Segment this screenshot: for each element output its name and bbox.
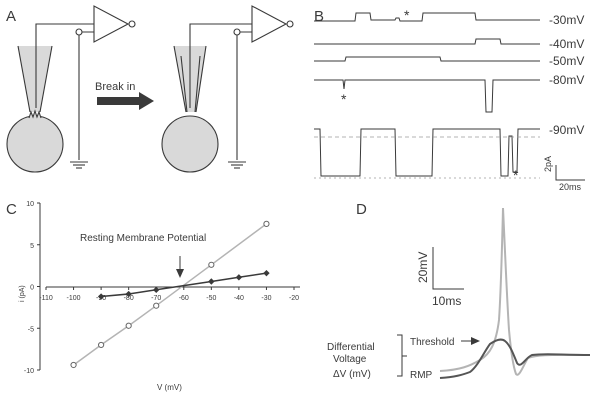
open-circle-point [153, 302, 160, 309]
panel-a-schematic [6, 5, 294, 173]
iv-plot: -110-100-90-80-70-60-50-40-30-20 1050-5-… [19, 201, 300, 392]
single-channel-traces [314, 12, 540, 177]
x-tick-label: -70 [151, 295, 161, 302]
whole-cell-setup [161, 5, 294, 173]
scale-voltage-label: 20mV [416, 252, 430, 283]
marker-asterisk: * [404, 7, 410, 23]
voltage-label: Voltage [333, 354, 367, 365]
open-circle-point [125, 322, 132, 329]
open-circle-point [208, 261, 215, 268]
rmp-arrow [176, 256, 184, 278]
voltage-label-minus30: -30mV [549, 13, 584, 27]
threshold-label: Threshold [410, 337, 454, 348]
scale-time-label: 20ms [559, 182, 582, 192]
series-2-line [101, 272, 267, 298]
delta-v-label: ΔV (mV) [333, 369, 371, 380]
x-axis-label: V (mV) [157, 383, 182, 392]
filled-diamond-point [263, 269, 270, 277]
voltage-label-minus80: -80mV [549, 73, 584, 87]
cell-attached-setup [6, 5, 136, 173]
open-circle-point [70, 361, 77, 369]
scale-current-label: 2pA [543, 156, 553, 172]
filled-diamond-point [235, 274, 243, 281]
series-1-line [73, 223, 267, 366]
differential-label: Differential [327, 342, 375, 353]
x-tick-label: -40 [234, 295, 244, 302]
voltage-label-minus90: -90mV [549, 123, 584, 137]
y-tick-label: 10 [26, 201, 34, 208]
trace-minus40 [314, 38, 540, 45]
panel-c-label: C [6, 201, 17, 218]
x-tick-label: -60 [179, 295, 189, 302]
panel-b-label: B [314, 8, 324, 25]
filled-diamond-point [153, 286, 160, 294]
fit-lines [73, 223, 267, 366]
y-ticks: 10 5 0 -5 -10 [24, 201, 40, 375]
voltage-label-minus40: -40mV [549, 37, 584, 51]
marker-asterisk: * [341, 91, 347, 107]
trace-minus80 [314, 79, 540, 113]
action-potential-traces [439, 207, 591, 379]
x-ticks: -110-100-90-80-70-60-50-40-30-20 [39, 287, 299, 302]
x-tick-label: -20 [289, 295, 299, 302]
break-in-label: Break in [95, 81, 135, 93]
rmp-annotation: Resting Membrane Potential [80, 233, 206, 244]
x-tick-label: -80 [124, 295, 134, 302]
y-tick-label: 5 [30, 243, 34, 250]
x-tick-label: -110 [39, 295, 53, 302]
filled-diamond-point [125, 290, 132, 298]
x-tick-label: -50 [206, 295, 216, 302]
differential-voltage-trace [439, 338, 591, 379]
data-points [70, 220, 270, 369]
x-tick-label: -30 [261, 295, 271, 302]
y-tick-label: -10 [24, 368, 34, 375]
marker-asterisk: * [513, 167, 519, 183]
scale-time-label: 10ms [432, 294, 461, 308]
filled-diamond-point [208, 278, 215, 285]
membrane-voltage-trace [439, 207, 591, 376]
y-tick-label: 0 [30, 285, 34, 292]
y-axis-label: i (pA) [19, 285, 26, 302]
label-bracket [397, 334, 407, 377]
panel-a-label: A [6, 8, 16, 25]
x-tick-label: -100 [67, 295, 81, 302]
panel-d-label: D [356, 201, 367, 218]
voltage-label-minus50: -50mV [549, 54, 584, 68]
trace-minus30 [314, 12, 540, 22]
threshold-arrow [461, 337, 480, 345]
panel-d-scale-bar: 20mV 10ms [416, 247, 464, 308]
open-circle-point [98, 341, 105, 349]
filled-diamond-point [97, 293, 105, 300]
panel-b-scale-bar: 2pA 20ms [543, 156, 585, 192]
rmp-label: RMP [410, 370, 433, 381]
y-tick-label: -5 [28, 326, 34, 333]
open-circle-point [263, 220, 270, 227]
trace-minus90 [314, 128, 540, 177]
trace-minus50 [314, 56, 540, 62]
break-in-arrow [97, 92, 154, 110]
